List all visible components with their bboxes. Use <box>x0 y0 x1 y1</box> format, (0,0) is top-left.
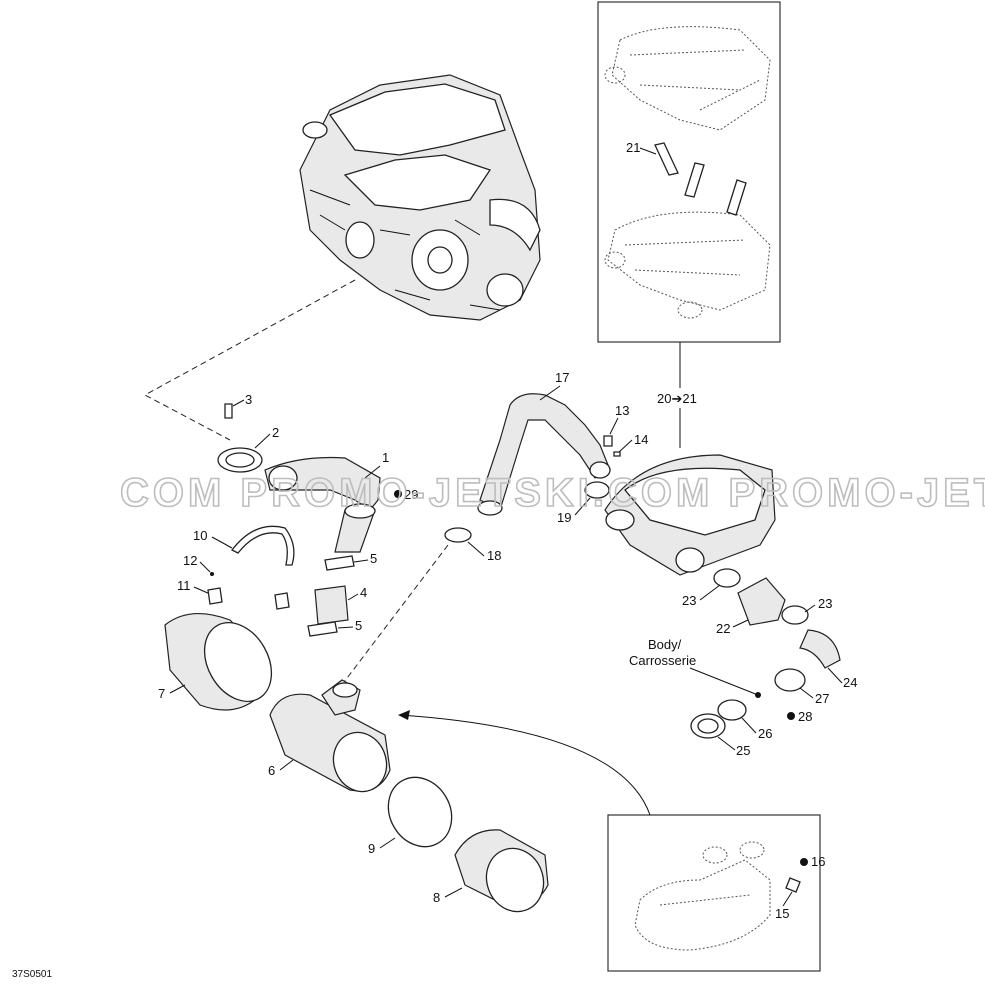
callout-6: 6 <box>268 763 275 778</box>
detail-arrow-curve <box>399 714 651 816</box>
callout-2: 2 <box>272 425 279 440</box>
part-29-sealant-drop <box>394 490 402 498</box>
callout-9: 9 <box>368 841 375 856</box>
part-27-gasket <box>774 668 806 692</box>
body-note-line1: Body/ <box>648 637 682 652</box>
engine-link-line <box>143 279 356 441</box>
part-4-sleeve <box>314 585 349 625</box>
part-23-clamp-a <box>713 568 741 588</box>
callout-15: 15 <box>775 906 789 921</box>
part-16-sealant-drop <box>800 858 808 866</box>
callout-22: 22 <box>716 621 730 636</box>
callout-12: 12 <box>183 553 197 568</box>
callout-28: 28 <box>798 709 812 724</box>
drawing-code: 37S0501 <box>12 969 52 980</box>
part-8-end-cap <box>454 829 549 913</box>
part-13-screw <box>603 435 613 447</box>
resonator-detail-box <box>597 1 781 343</box>
callout-23b: 23 <box>818 596 832 611</box>
part-1-exhaust-manifold <box>264 456 381 553</box>
callout-21: 21 <box>626 140 640 155</box>
callout-19: 19 <box>557 510 571 525</box>
part-5-clamp-lower <box>307 621 338 637</box>
part-10-hose <box>231 525 295 566</box>
callout-24: 24 <box>843 675 857 690</box>
muffler-chamber <box>604 454 776 576</box>
callout-5a: 5 <box>370 551 377 566</box>
callout-18: 18 <box>487 548 501 563</box>
engine-illustration <box>299 74 541 321</box>
callout-7: 7 <box>158 686 165 701</box>
part-24-elbow <box>799 629 841 669</box>
part-18-clamp <box>444 527 472 543</box>
part-11-bracket-b <box>274 592 290 610</box>
part-5-clamp-upper <box>324 555 355 571</box>
callout-10: 10 <box>193 528 207 543</box>
part-12-screw <box>210 572 214 576</box>
part-9-ring <box>387 776 453 848</box>
callout-23a: 23 <box>682 593 696 608</box>
part-11-bracket <box>207 587 223 605</box>
callout-11: 11 <box>177 578 191 593</box>
detail-arrow-head <box>398 710 410 720</box>
watermark-text: COM PROMO-JETSKI.COM PROMO-JETSK <box>120 471 985 515</box>
part-6-muffler <box>269 679 391 793</box>
callout-5b: 5 <box>355 618 362 633</box>
callout-26: 26 <box>758 726 772 741</box>
callout-8: 8 <box>433 890 440 905</box>
part-26-gasket <box>717 699 747 721</box>
part-23-clamp-b <box>781 605 809 625</box>
callout-25: 25 <box>736 743 750 758</box>
part-3-pin <box>224 403 233 419</box>
callout-27: 27 <box>815 691 829 706</box>
part-21-pins <box>654 142 747 216</box>
callout-3: 3 <box>245 392 252 407</box>
callout-29: 29 <box>404 487 418 502</box>
part-19-clamp <box>584 481 610 499</box>
callout-1: 1 <box>382 450 389 465</box>
part-22-sleeve <box>737 577 786 626</box>
part-17-hose <box>477 393 611 516</box>
part-7-cover <box>164 612 273 711</box>
callout-17: 17 <box>555 370 569 385</box>
callout-16: 16 <box>811 854 825 869</box>
callout-20-21: 20➔21 <box>657 391 697 406</box>
part-14-washer <box>613 451 621 457</box>
callout-13: 13 <box>615 403 629 418</box>
body-note-dot <box>755 692 761 698</box>
muffler-detail-box <box>607 814 821 972</box>
body-note-line2: Carrosserie <box>629 653 696 668</box>
part-28-sealant-drop <box>787 712 795 720</box>
callout-14: 14 <box>634 432 648 447</box>
callout-4: 4 <box>360 585 367 600</box>
